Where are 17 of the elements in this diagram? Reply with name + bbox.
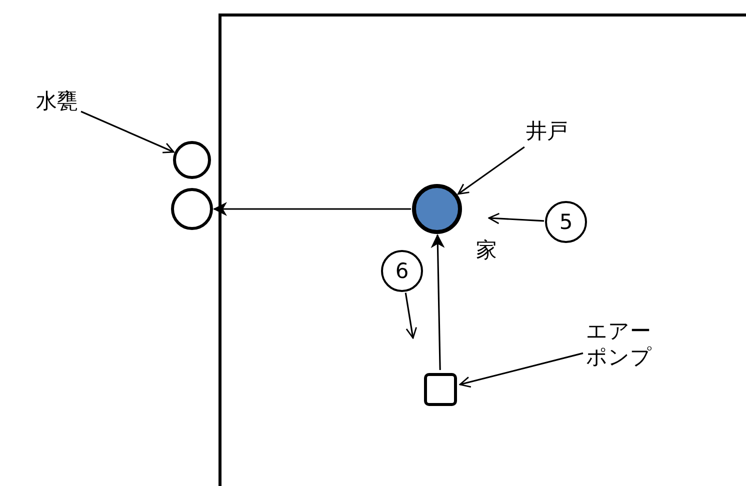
house-label: 家: [476, 237, 497, 263]
leader-line: [80, 110, 174, 154]
number-circle: 5: [545, 201, 587, 243]
callout-label: 水甕: [36, 88, 78, 114]
arrow: [488, 212, 544, 224]
jar-circle: [173, 141, 211, 179]
pump-box: [424, 373, 457, 406]
arrow: [430, 234, 445, 370]
callout-label: 井戸: [526, 118, 568, 144]
number-circle: 6: [381, 250, 423, 292]
leader-line: [458, 146, 525, 195]
jar-circle: [171, 188, 213, 230]
callout-label: エアーポンプ: [586, 318, 652, 370]
leader-line: [459, 352, 584, 388]
arrow: [404, 292, 418, 339]
arrow: [213, 202, 411, 216]
well-circle: [412, 184, 462, 234]
